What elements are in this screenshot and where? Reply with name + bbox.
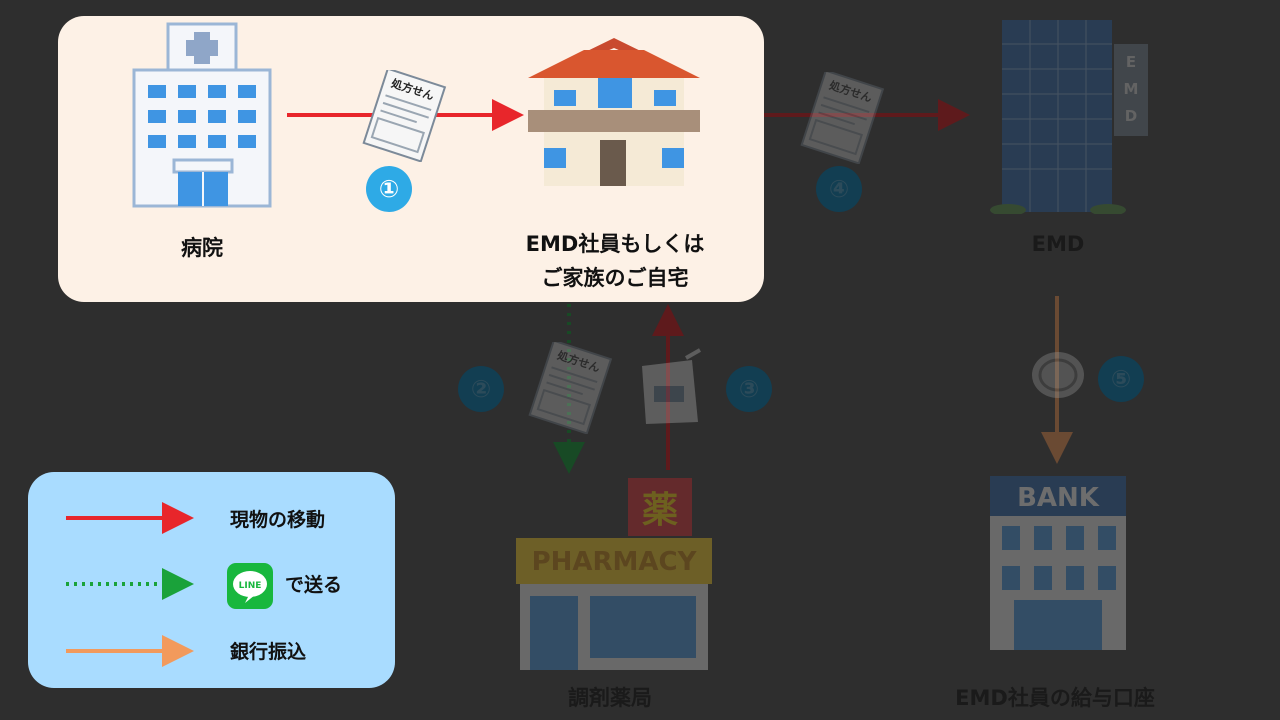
- legend-arrows: [66, 502, 194, 667]
- legend-transfer-label: 銀行振込: [230, 641, 307, 663]
- medicine-sign: 薬: [642, 490, 678, 531]
- home-label-line1: EMD社員もしくは: [525, 232, 705, 256]
- step-badge-2: ②: [458, 366, 504, 412]
- legend-physical-label: 現物の移動: [230, 509, 326, 531]
- hospital-label: 病院: [181, 236, 223, 260]
- prescription-icon: 処方せん: [362, 70, 447, 162]
- coin-icon: [1032, 352, 1084, 398]
- prescription-icon-dim-2: 処方せん: [528, 342, 613, 434]
- pharmacy-label: 調剤薬局: [568, 686, 652, 710]
- step-badge-3: ③: [726, 366, 772, 412]
- line-app-icon: LINE: [227, 563, 273, 609]
- house-icon: [528, 38, 700, 186]
- bank-account-label: EMD社員の給与口座: [955, 686, 1155, 710]
- medicine-bag-icon: [642, 348, 701, 424]
- step-badge-4: ④: [816, 166, 862, 212]
- step-badge-1: ①: [366, 166, 412, 212]
- home-label-line2: ご家族のご自宅: [541, 266, 689, 290]
- emd-sign-letter: E: [1126, 53, 1136, 71]
- line-bubble-icon: LINE: [233, 571, 267, 603]
- legend-line-label: で送る: [285, 574, 343, 596]
- emd-label: EMD: [1031, 232, 1085, 256]
- pharmacy-icon: 薬 PHARMACY: [516, 478, 712, 670]
- pharmacy-sign: PHARMACY: [532, 547, 698, 577]
- line-app-text: LINE: [239, 581, 262, 591]
- hospital-icon: [132, 22, 272, 208]
- emd-sign-letter: M: [1124, 80, 1139, 98]
- bank-sign: BANK: [1017, 483, 1100, 513]
- emd-sign-letter: D: [1125, 107, 1137, 125]
- bank-icon: BANK: [990, 476, 1126, 650]
- emd-building-icon: E M D: [990, 20, 1148, 214]
- prescription-icon-dim: 処方せん: [800, 72, 885, 164]
- step-badge-5: ⑤: [1098, 356, 1144, 402]
